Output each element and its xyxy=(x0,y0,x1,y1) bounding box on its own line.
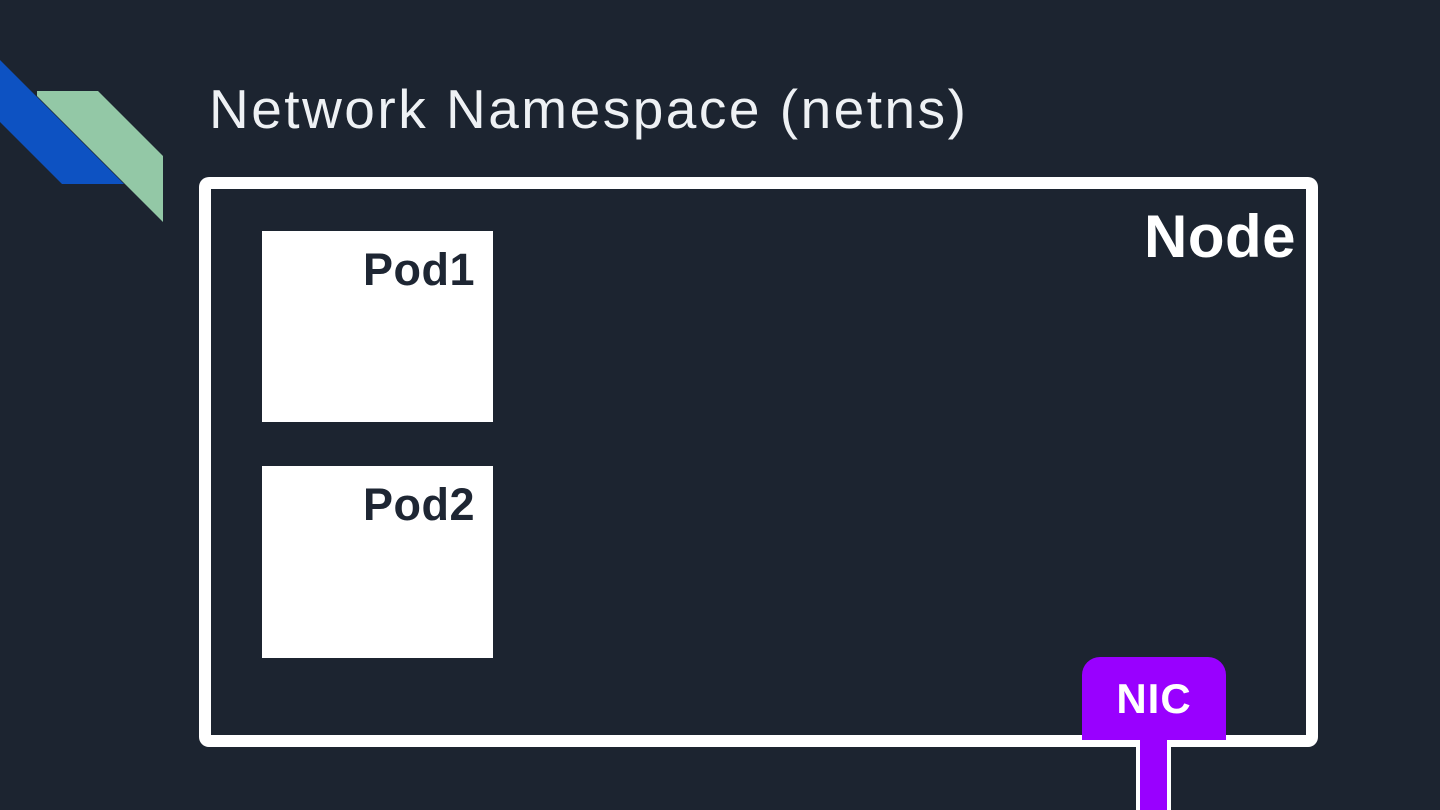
node-label: Node xyxy=(1144,203,1296,270)
green-ribbon-shape xyxy=(37,91,163,222)
pod2-label: Pod2 xyxy=(362,479,475,530)
nic-cable-connector xyxy=(1136,740,1171,810)
blue-ribbon-shape xyxy=(0,60,124,184)
nic-label: NIC xyxy=(1116,674,1192,722)
page-title: Network Namespace (netns) xyxy=(209,78,969,140)
pod1-shape: Pod1 xyxy=(262,231,493,422)
corner-ribbon-decoration xyxy=(0,60,163,222)
pod2-shape: Pod2 xyxy=(262,466,493,658)
nic-shape: NIC xyxy=(1082,657,1226,740)
node-container-shape: Node xyxy=(199,177,1318,747)
pod1-label: Pod1 xyxy=(362,244,475,295)
